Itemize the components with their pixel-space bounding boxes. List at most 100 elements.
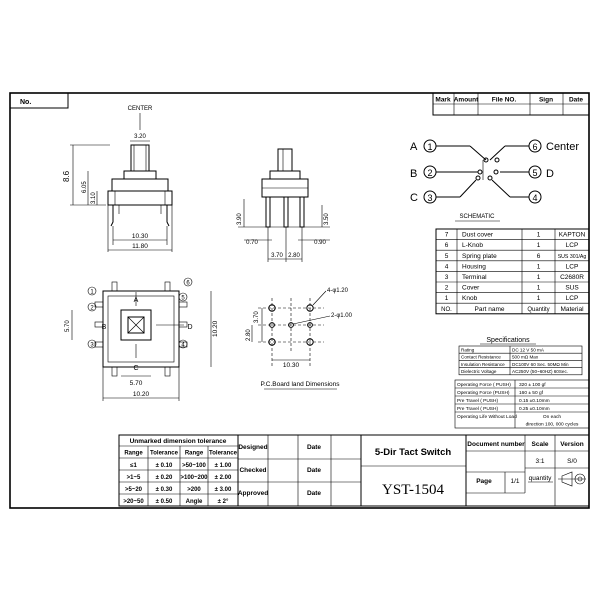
header-file-no: File NO. [492, 97, 517, 104]
collar [123, 170, 157, 180]
number-box: No. [9, 92, 69, 109]
top-outline [102, 290, 180, 368]
marker-d: D [187, 324, 192, 331]
dim-bottom-inner: 5.70 [130, 380, 143, 387]
tolerance-header: Tolerance [150, 451, 179, 457]
tolerance-cell: >100~200 [180, 475, 208, 481]
part-material: KAPTON [559, 232, 586, 239]
part-material: SUS [565, 285, 579, 292]
tolerance-cell: ± 2° [218, 499, 229, 505]
projection-symbol-icon [558, 471, 586, 487]
dim-top: 3.20 [134, 134, 146, 140]
front-view: CENTER 3.20 8.6 6.05 3.10 10.30 [62, 106, 173, 252]
tolerance-table: Unmarked dimension tolerance Range Tolera… [118, 434, 239, 507]
scale-value: 3:1 [535, 458, 544, 465]
part-no: 3 [445, 274, 449, 281]
dim-right-pin: 0.90 [314, 240, 326, 246]
part-no: 2 [445, 285, 449, 292]
schem-pin-3: 3 [427, 193, 432, 203]
schem-pin-2: 2 [427, 168, 432, 178]
revision-header: Mark Amount File NO. Sign Date [432, 92, 590, 116]
tolerance-cell: >5~20 [125, 487, 143, 493]
part-qty: 1 [537, 232, 541, 239]
marker-b: B [102, 324, 107, 331]
top-pin-1: 1 [90, 290, 94, 296]
part-name: Housing [462, 263, 486, 270]
no-label: No. [20, 99, 31, 106]
dim-bottom-outer: 10.20 [133, 391, 150, 398]
parts-header-name: Part name [475, 306, 505, 313]
part-qty: 1 [537, 285, 541, 292]
tolerance-cell: ± 0.20 [156, 475, 173, 481]
dim-top-right: 10.20 [212, 320, 219, 337]
tolerance-cell: ± 1.00 [215, 463, 232, 469]
top-view: A B C D 1 2 3 4 5 6 5.70 10.20 5.70 10.2… [65, 277, 219, 401]
top-knob [120, 309, 152, 341]
schem-label-a: A [410, 141, 418, 153]
schem-pin-6: 6 [532, 142, 537, 152]
page-value: 1/1 [510, 478, 519, 485]
pcb-layout: 4-φ1.20 2-φ1.00 3.70 2.80 10.30 P.C.Boar… [246, 288, 353, 390]
pcb-dim-v2: 2.80 [246, 329, 252, 341]
tolerance-cell: >200 [187, 487, 201, 493]
spec-value: DC100V 60 Sec. 50MΩ Min [512, 362, 569, 367]
tolerance-cell: ± 0.30 [156, 487, 173, 493]
spec-value: On each [543, 414, 561, 420]
dim-mid: 6.05 [82, 181, 88, 193]
part-qty: 1 [537, 274, 541, 281]
spec-label: Operating Life Without Load [457, 414, 517, 420]
pcb-dim-v1: 3.70 [254, 311, 260, 323]
version-label: Version [560, 441, 584, 448]
schematic: A B C 1 2 3 6 5 4 Center D SCHEMATIC [410, 139, 579, 222]
base [107, 190, 173, 206]
spec-value: 320 ± 100 gf [519, 382, 546, 388]
spec-value: AC250V (50~60HZ) 60Sec. [512, 369, 568, 374]
tolerance-cell: ± 2.00 [215, 475, 232, 481]
tolerance-header: Range [124, 451, 143, 457]
dim-low: 3.10 [91, 192, 97, 204]
marker-c: C [133, 365, 138, 372]
spec-label: Insulation Resistance [461, 362, 505, 367]
tolerance-cell: >1~5 [127, 475, 141, 481]
schem-pin-4: 4 [532, 193, 537, 203]
body [111, 178, 169, 192]
top-pin-4: 4 [181, 343, 185, 349]
designed-label: Designed [238, 444, 267, 451]
spec-title: Specifications [486, 337, 530, 344]
spec-value: 160 ± 50 gf [519, 390, 544, 396]
tolerance-cell: >20~50 [123, 499, 144, 505]
part-no: 5 [445, 253, 449, 260]
part-material: LCP [566, 242, 579, 249]
spec-value: 0.25 ±0.10mm [519, 406, 550, 412]
part-name: L-Knob [462, 242, 483, 249]
header-sign: Sign [539, 97, 553, 104]
pcb-hole-large: 4-φ1.20 [327, 288, 349, 294]
part-name: Knob [462, 295, 478, 302]
tolerance-cell: ≤1 [130, 463, 137, 469]
tolerance-title: Unmarked dimension tolerance [130, 438, 227, 445]
dim-left-height: 3.90 [237, 213, 243, 225]
part-material: LCP [566, 295, 579, 302]
header-mark: Mark [435, 97, 451, 104]
side-stem [277, 148, 293, 172]
schem-pin-1: 1 [427, 142, 432, 152]
dim-inner-width: 10.30 [132, 233, 149, 240]
dim-outer-width: 11.80 [132, 243, 148, 250]
schem-label-center: Center [546, 141, 579, 153]
part-material: SUS 301/Ag [558, 254, 587, 260]
part-qty: 1 [537, 263, 541, 270]
pcb-hole-small: 2-φ1.00 [331, 313, 353, 319]
parts-header-qty: Quantity [527, 307, 549, 313]
side-view: 3.90 3.50 0.70 0.90 3.70 2.80 [237, 148, 330, 262]
spec-label: Operating Force (PUSH) [457, 390, 510, 396]
part-no: 6 [445, 242, 449, 249]
header-amount: Amount [454, 97, 479, 104]
spec-label: Dielectric Voltage [461, 369, 497, 374]
checked-label: Checked [239, 467, 266, 474]
dim-top-left: 5.70 [65, 320, 71, 332]
part-material: C2680R [560, 274, 584, 281]
spec-label: Pre Travel ( PUSH) [457, 398, 498, 404]
part-no: 1 [445, 295, 449, 302]
